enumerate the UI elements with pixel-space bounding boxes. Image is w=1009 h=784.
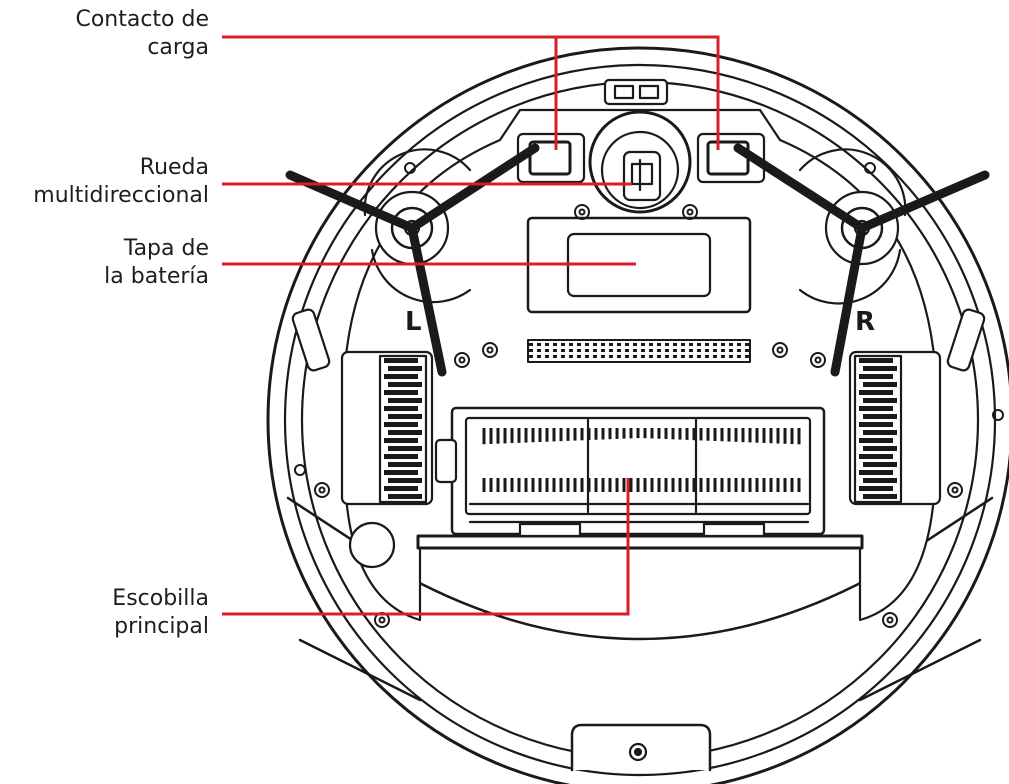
label-battery-cover: Tapa de la batería xyxy=(104,235,209,291)
wheel-treads xyxy=(384,358,897,499)
tread-bar xyxy=(388,478,422,483)
tread-bar xyxy=(863,462,897,467)
tread-bar xyxy=(388,430,422,435)
tread-bar xyxy=(859,486,893,491)
label-charging-contact-line-1: Contacto de xyxy=(75,7,209,32)
tread-bar xyxy=(384,454,418,459)
tread-bar xyxy=(859,406,893,411)
tread-bar xyxy=(859,390,893,395)
tread-bar xyxy=(384,406,418,411)
label-multidirectional-wheel: Rueda multidireccional xyxy=(33,154,209,210)
tread-bar xyxy=(388,414,422,419)
label-battery-line-2: la batería xyxy=(104,264,209,289)
left-side-mark: L xyxy=(405,307,422,337)
tread-bar xyxy=(863,494,897,499)
tread-bar xyxy=(388,398,422,403)
tread-bar xyxy=(859,438,893,443)
tread-bar xyxy=(384,374,418,379)
brush-bristles xyxy=(482,428,801,492)
bottom-tab xyxy=(570,723,712,772)
charging-contacts xyxy=(516,132,766,184)
label-charging-contact-line-2: carga xyxy=(147,35,209,60)
tread-bar xyxy=(859,374,893,379)
tread-bar xyxy=(859,454,893,459)
tread-bar xyxy=(859,358,893,363)
label-wheel-line-1: Rueda xyxy=(139,155,209,180)
label-main-brush: Escobilla principal xyxy=(112,585,209,641)
main-brush-housing xyxy=(434,406,826,536)
tread-bar xyxy=(863,382,897,387)
tread-bar xyxy=(384,390,418,395)
tread-bar xyxy=(863,446,897,451)
tread-bar xyxy=(863,478,897,483)
tread-bar xyxy=(384,358,418,363)
tread-bar xyxy=(863,430,897,435)
tread-bar xyxy=(384,438,418,443)
tread-bar xyxy=(388,462,422,467)
side-brush-arms xyxy=(285,143,990,377)
dustbin-area xyxy=(416,522,864,550)
tread-bar xyxy=(388,446,422,451)
tread-bar xyxy=(859,470,893,475)
tread-bar xyxy=(859,422,893,427)
caster-wheel xyxy=(588,110,692,214)
tread-bar xyxy=(388,494,422,499)
label-charging-contact: Contacto de carga xyxy=(75,6,209,62)
tread-bar xyxy=(388,366,422,371)
leader-charging-contact xyxy=(222,35,720,150)
edge-clips xyxy=(291,308,986,372)
label-brush-line-2: principal xyxy=(114,614,209,639)
leader-main-brush xyxy=(222,478,630,616)
round-sensor xyxy=(348,521,396,569)
tread-bar xyxy=(863,398,897,403)
vent-grill xyxy=(527,339,751,363)
leader-lines xyxy=(222,35,720,616)
label-brush-line-1: Escobilla xyxy=(112,586,209,611)
tread-bar xyxy=(863,414,897,419)
tread-bar xyxy=(863,366,897,371)
right-side-mark: R xyxy=(855,307,875,337)
tread-bar xyxy=(388,382,422,387)
label-wheel-line-2: multidireccional xyxy=(33,183,209,208)
label-battery-line-1: Tapa de xyxy=(123,236,209,261)
tread-bar xyxy=(384,470,418,475)
dock-recess xyxy=(603,78,669,106)
tread-bar xyxy=(384,422,418,427)
tread-bar xyxy=(384,486,418,491)
